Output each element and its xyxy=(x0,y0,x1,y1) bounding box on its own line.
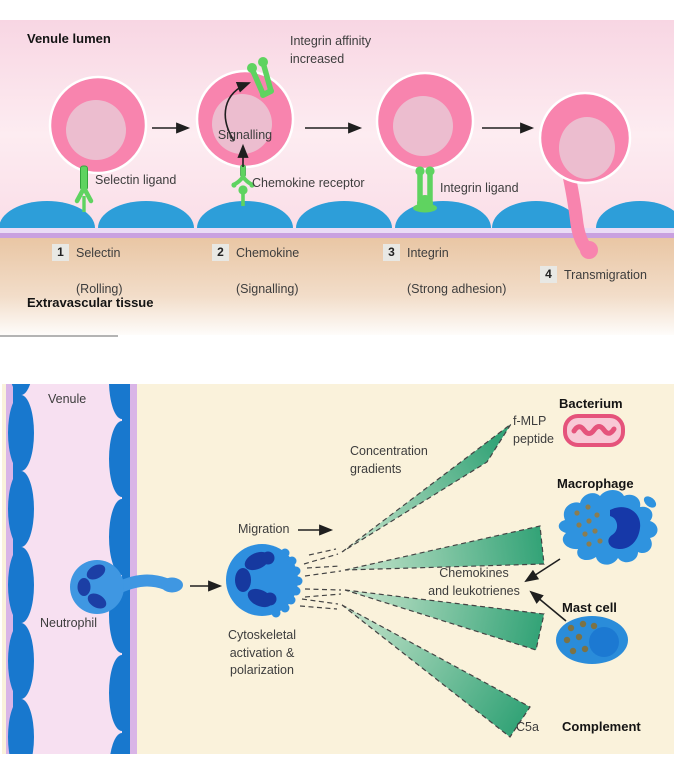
gradient-leadin-dashes xyxy=(299,548,342,610)
neutrophil-polarized xyxy=(226,544,303,618)
activated-integrin-icon xyxy=(247,57,274,98)
bacterium-label: Bacterium xyxy=(559,396,623,411)
macrophage-granules xyxy=(574,504,603,547)
concentration-gradient-wedges xyxy=(299,423,545,738)
gradient-wedge-mastcell xyxy=(344,589,545,651)
chemokine-receptor-label: Chemokine receptor xyxy=(252,176,365,190)
extravascular-tissue-background xyxy=(0,238,674,335)
migration-label: Migration xyxy=(238,522,290,536)
venule-wall-left xyxy=(8,384,34,754)
macrophage-label: Macrophage xyxy=(557,476,634,491)
venule-label: Venule xyxy=(48,392,87,406)
step-3-integrin: 3 Integrin (Strong adhesion) xyxy=(383,244,506,298)
leukocyte-transmigrating xyxy=(538,91,632,259)
step-1-name: Selectin xyxy=(76,246,121,260)
integrin-affinity-label: Integrin affinity increased xyxy=(290,34,372,66)
venule-outer-membrane-right xyxy=(130,384,137,754)
c5a-label: C5a xyxy=(516,720,539,734)
cytoskeletal-label: Cytoskeletal activation & polarization xyxy=(227,628,297,677)
leukocyte-rolling xyxy=(48,75,148,175)
top-panel xyxy=(0,20,674,335)
bacterium-icon xyxy=(563,414,625,447)
mast-cell-label: Mast cell xyxy=(562,600,617,615)
basement-membrane-light xyxy=(0,228,674,233)
step-1-mode: (Rolling) xyxy=(76,282,123,296)
venule-wall-right xyxy=(109,384,135,754)
step-3-name: Integrin xyxy=(407,246,449,260)
step-4-number: 4 xyxy=(540,266,557,283)
step-4-name: Transmigration xyxy=(564,268,647,282)
neutrophil-label: Neutrophil xyxy=(40,616,97,630)
venule-lumen-label: Venule lumen xyxy=(27,31,111,46)
step-1-selectin: 1 Selectin (Rolling) xyxy=(52,244,123,298)
basement-membrane xyxy=(0,233,674,238)
leukocyte-adhesion xyxy=(375,71,475,171)
arrow-mastcell-chemokines xyxy=(529,590,567,622)
step-2-chemokine: 2 Chemokine (Signalling) xyxy=(212,244,299,298)
arrow-macrophage-chemokines xyxy=(524,558,561,583)
chemokines-leukotrienes-label: Chemokines and leukotrienes xyxy=(428,566,520,598)
selectin-ligand-icon xyxy=(74,165,94,212)
extravascular-tissue-label: Extravascular tissue xyxy=(27,295,154,310)
signalling-curved-arrow xyxy=(224,82,251,142)
step-2-name: Chemokine xyxy=(236,246,300,260)
neutrophil-transmigrating xyxy=(70,560,183,614)
integrin-ligand-label: Integrin ligand xyxy=(440,181,519,195)
mast-cell-icon xyxy=(556,616,628,664)
complement-label: Complement xyxy=(562,719,641,734)
step-2-mode: (Signalling) xyxy=(236,282,299,296)
bottom-panel xyxy=(2,384,674,754)
fmlp-peptide-label: f-MLP peptide xyxy=(513,414,555,446)
mast-cell-granules xyxy=(563,620,598,655)
step-4-transmigration: 4 Transmigration xyxy=(540,266,647,284)
gradient-wedge-macrophage xyxy=(344,525,545,571)
gradient-wedge-complement xyxy=(341,604,531,738)
integrin-ligand-icon xyxy=(413,166,437,213)
macrophage-icon xyxy=(558,490,658,565)
step-3-number: 3 xyxy=(383,244,400,261)
step-3-mode: (Strong adhesion) xyxy=(407,282,507,296)
chemokine-receptor-icon xyxy=(231,164,255,206)
selectin-ligand-label: Selectin ligand xyxy=(95,173,177,187)
step-2-number: 2 xyxy=(212,244,229,261)
signalling-label: Signalling xyxy=(217,128,273,142)
step-1-number: 1 xyxy=(52,244,69,261)
concentration-gradients-label: Concentration gradients xyxy=(350,444,428,476)
gradient-wedge-fmlp xyxy=(341,423,512,553)
